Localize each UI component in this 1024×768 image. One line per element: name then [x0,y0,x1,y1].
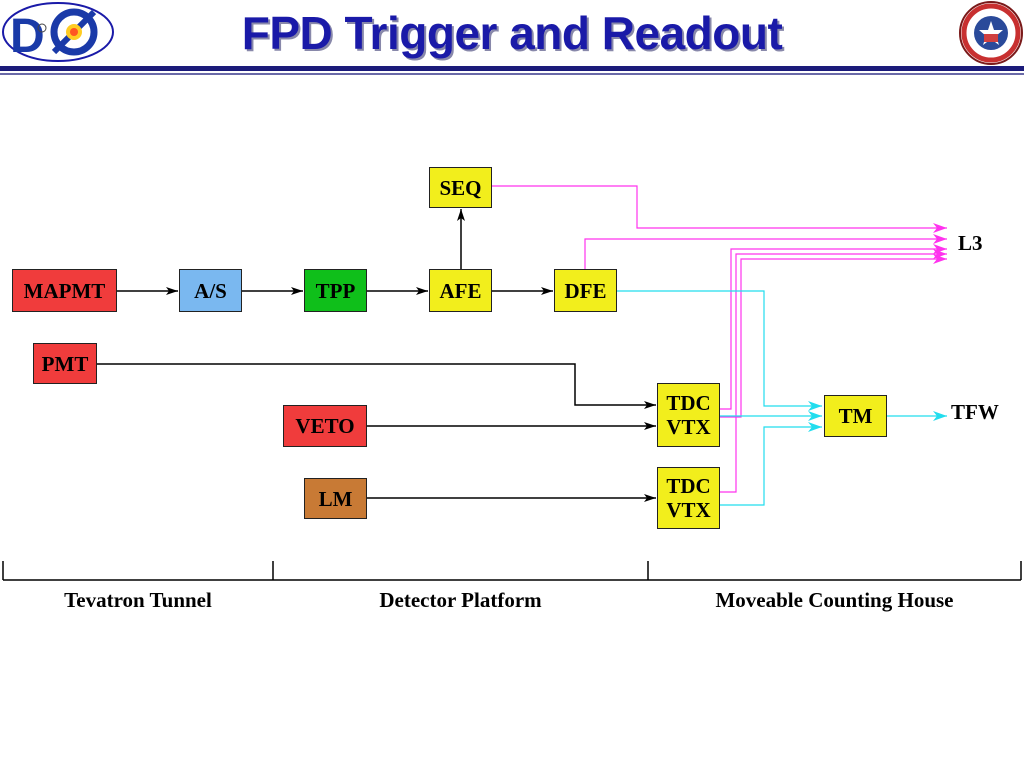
section-detector-platform: Detector Platform [379,588,542,612]
seq-box: SEQ [429,167,492,208]
line-tdc1-l3-b [720,254,947,418]
afe-box: AFE [429,269,492,312]
slide-header: D FPD Trigger and Readout [0,0,1024,80]
vtx-label: VTX [666,415,711,439]
section-moveable-counting-house: Moveable Counting House [715,588,954,612]
line-tdc2-l3-a [720,249,947,493]
veto-box: VETO [283,405,367,447]
university-seal [959,1,1023,65]
tdc-label: TDC [666,391,711,415]
connection-lines [2,185,1022,581]
d0-logo: D [2,2,114,62]
svg-text:D: D [10,10,45,62]
tfw-output-label: TFW [951,400,999,424]
mapmt-box: MAPMT [12,269,117,312]
header-rule [0,66,1024,71]
arrow-pmt-tdc [97,363,656,409]
tpp-box: TPP [304,269,367,312]
l3-output-label: L3 [958,231,983,255]
tm-box: TM [824,395,887,437]
line-tdc2-tm [720,422,822,506]
line-tdc1-l3-a [720,244,947,410]
as-box: A/S [179,269,242,312]
section-tevatron-tunnel: Tevatron Tunnel [64,588,212,612]
tdc-label: TDC [666,474,711,498]
tdc-vtx-box-1: TDC VTX [657,383,720,447]
pmt-box: PMT [33,343,97,384]
line-dfe-tm [617,290,822,411]
trigger-readout-diagram: MAPMT A/S TPP AFE DFE SEQ PMT VETO LM TD… [0,80,1024,768]
lm-box: LM [304,478,367,519]
tdc-vtx-box-2: TDC VTX [657,467,720,529]
header-rule-thin [0,73,1024,75]
vtx-label: VTX [666,498,711,522]
page-title: FPD Trigger and Readout [241,7,783,59]
dfe-box: DFE [554,269,617,312]
line-dfe-l3 [584,234,947,269]
line-seq-l3 [492,185,947,233]
